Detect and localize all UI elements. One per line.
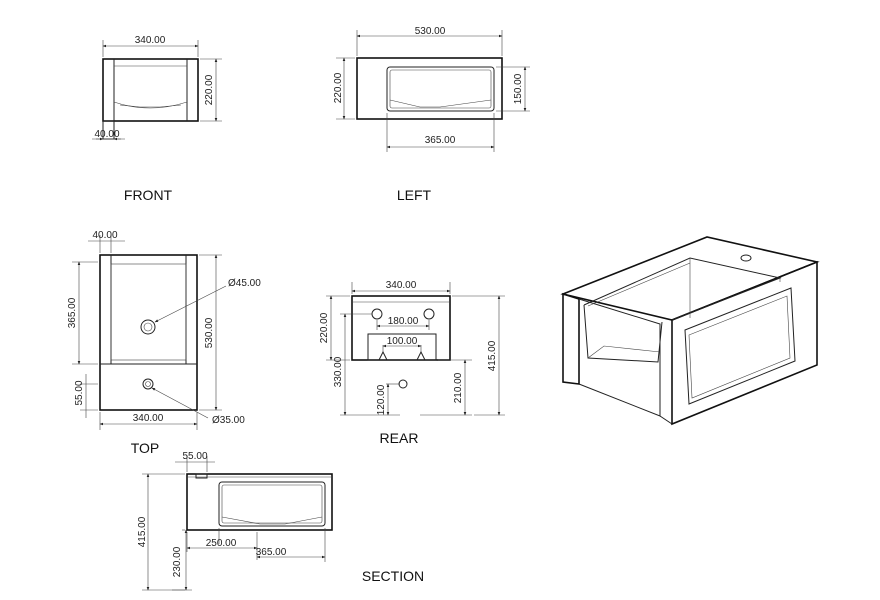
iso-tap-hole-icon — [740, 254, 752, 262]
rear-drain-height-dimension: 330.00 — [333, 313, 400, 416]
rear-drain-offset-label: 120.00 — [376, 384, 387, 415]
top-depth-label: 530.00 — [204, 317, 215, 348]
front-view-title: FRONT — [124, 187, 173, 203]
rear-bracket-height-dimension: 210.00 — [420, 359, 472, 416]
front-leg-label: 40.00 — [94, 129, 119, 140]
rear-right-hole-icon — [423, 308, 435, 320]
top-inner-depth-dimension: 365.00 — [67, 261, 98, 365]
rear-right-bracket-icon — [416, 350, 426, 361]
top-offset-label: 55.00 — [74, 380, 85, 405]
large-hole-icon — [140, 319, 156, 335]
rear-drain-offset-dimension: 120.00 — [376, 383, 400, 416]
top-view-title: TOP — [131, 440, 160, 456]
section-lower-height-dimension: 230.00 — [172, 529, 192, 591]
left-height-label: 220.00 — [333, 72, 344, 103]
isometric-view — [560, 236, 820, 426]
rear-bracket-spacing-dimension: 100.00 — [382, 336, 422, 348]
top-large-hole-label: Ø45.00 — [228, 278, 261, 289]
left-view-title: LEFT — [397, 187, 432, 203]
front-width-dimension: 340.00 — [102, 35, 199, 57]
top-outline — [99, 254, 198, 411]
left-view: 530.00 220.00 150.00 365.00 LEFT — [333, 26, 530, 203]
section-inner-width-dimension: 365.00 — [218, 528, 326, 562]
left-outline — [356, 57, 503, 120]
front-view: 340.00 220.00 40.00 FRONT — [92, 35, 222, 203]
front-height-dimension: 220.00 — [200, 58, 222, 122]
section-view-title: SECTION — [362, 568, 424, 584]
front-outline — [102, 58, 199, 140]
small-hole-icon — [142, 378, 154, 390]
rear-total-height-label: 415.00 — [487, 340, 498, 371]
rear-left-bracket-icon — [378, 350, 388, 361]
rear-width-label: 340.00 — [386, 280, 417, 291]
top-leg-dimension: 40.00 — [88, 230, 125, 253]
rear-total-height-dimension: 415.00 — [452, 295, 505, 416]
section-inner-width-label: 365.00 — [256, 547, 287, 558]
rear-view: 340.00 180.00 100.00 220.00 330.00 1 — [319, 280, 505, 446]
front-height-label: 220.00 — [204, 74, 215, 105]
left-height-dimension: 220.00 — [333, 57, 355, 120]
rear-bracket-spacing-label: 100.00 — [387, 336, 418, 347]
left-width-label: 530.00 — [415, 26, 446, 37]
rear-bracket-height-label: 210.00 — [453, 372, 464, 403]
iso-left-leg — [562, 292, 580, 385]
rear-hole-spacing-dimension: 180.00 — [376, 316, 430, 330]
section-view: 55.00 415.00 230.00 250.00 365.00 SECTIO… — [137, 451, 424, 591]
section-lower-height-label: 230.00 — [172, 546, 183, 577]
left-inner-height-label: 150.00 — [513, 73, 524, 104]
front-leg-dimension: 40.00 — [92, 129, 125, 141]
top-large-hole-callout: Ø45.00 — [154, 278, 261, 323]
rear-hole-spacing-label: 180.00 — [388, 316, 419, 327]
section-inner-offset-label: 250.00 — [206, 538, 237, 549]
rear-drain-height-label: 330.00 — [333, 356, 344, 387]
front-width-label: 340.00 — [135, 35, 166, 46]
top-width-dimension: 340.00 — [99, 412, 198, 430]
top-width-label: 340.00 — [133, 413, 164, 424]
rear-drain-icon — [398, 379, 408, 389]
top-offset-dimension: 55.00 — [74, 374, 98, 418]
left-inner-width-label: 365.00 — [425, 135, 456, 146]
left-inner-height-dimension: 150.00 — [496, 66, 530, 112]
rear-view-title: REAR — [380, 430, 419, 446]
top-small-hole-callout: Ø35.00 — [151, 387, 245, 426]
rear-height-dimension: 220.00 — [319, 295, 350, 361]
rear-width-dimension: 340.00 — [351, 280, 451, 294]
section-offset-dimension: 55.00 — [175, 451, 215, 472]
iso-right-face — [671, 260, 818, 426]
section-height-label: 415.00 — [137, 516, 148, 547]
section-inner-offset-dimension: 250.00 — [186, 532, 258, 560]
section-offset-label: 55.00 — [182, 451, 207, 462]
top-leg-label: 40.00 — [92, 230, 117, 241]
top-depth-dimension: 530.00 — [199, 254, 222, 411]
rear-left-hole-icon — [371, 308, 383, 320]
top-small-hole-label: Ø35.00 — [212, 415, 245, 426]
top-view: 40.00 365.00 530.00 Ø45.00 Ø35.00 55.00 — [67, 230, 261, 456]
left-inner-width-dimension: 365.00 — [386, 113, 495, 152]
top-inner-depth-label: 365.00 — [67, 297, 78, 328]
section-outline — [186, 473, 333, 531]
left-width-dimension: 530.00 — [356, 26, 503, 56]
rear-height-label: 220.00 — [319, 312, 330, 343]
